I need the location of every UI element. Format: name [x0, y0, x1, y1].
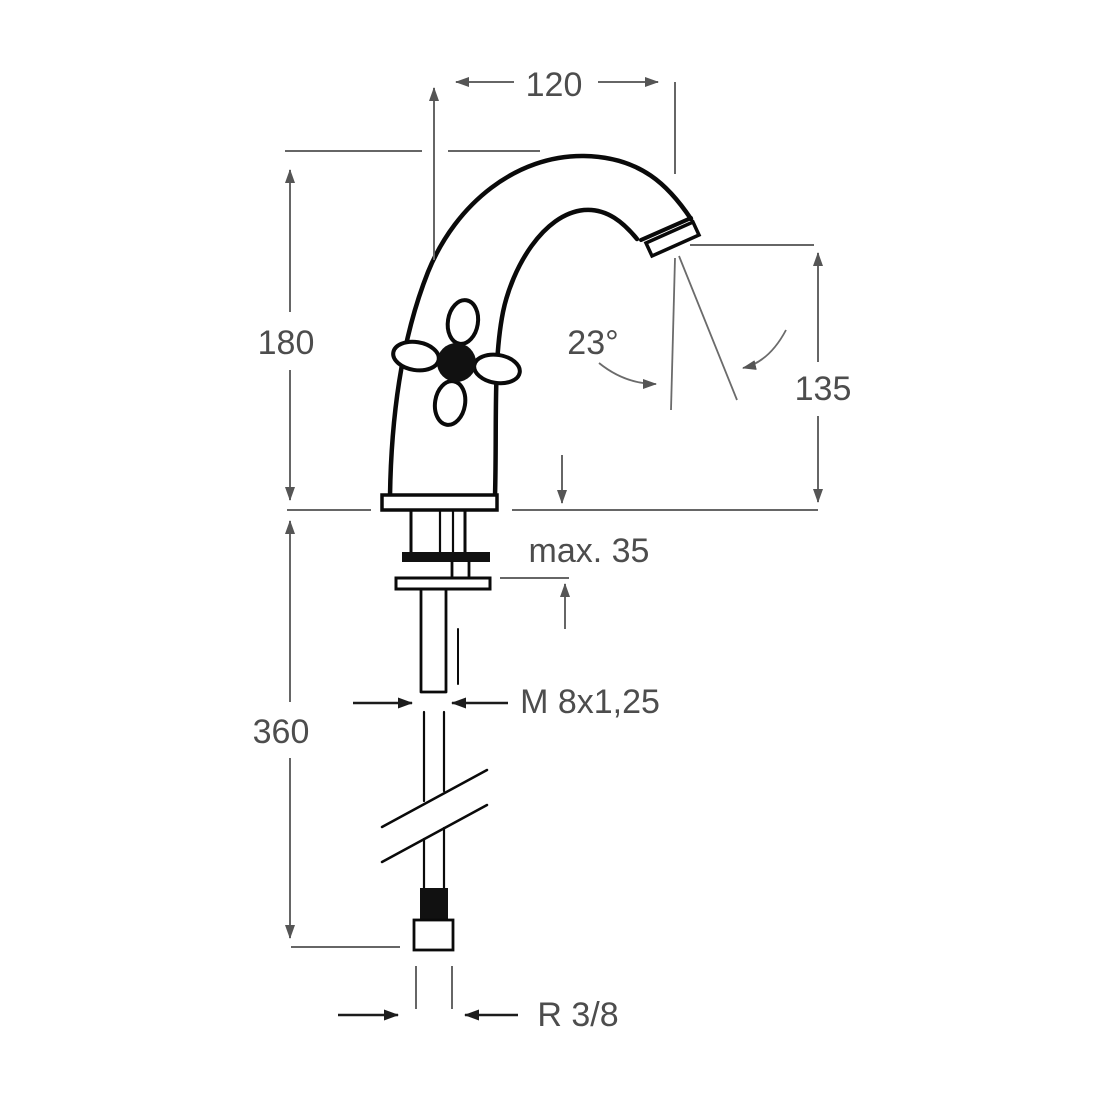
connector-collar [420, 888, 448, 920]
tailpiece-tube [409, 509, 467, 555]
stud-mid-section [450, 560, 471, 580]
angle-arc-right [742, 329, 787, 370]
dim-label-outlet-angle: 23° [567, 324, 618, 362]
dim-label-stud-thread: M 8x1,25 [520, 683, 660, 721]
dimension-annotations [285, 77, 823, 1021]
spout-inner-curve [492, 207, 640, 499]
shank-tube [419, 587, 448, 694]
dim-label-spout-reach: 120 [526, 66, 583, 104]
handle-petal-right [472, 352, 522, 386]
dim-label-max-deck-thickness: max. 35 [529, 532, 650, 570]
connector-nut [412, 918, 455, 952]
supply-rod [422, 710, 446, 891]
handle-hub [437, 343, 476, 382]
cross-handle [391, 298, 522, 427]
threaded-stud-upper [438, 509, 455, 555]
dim-label-connection-thread: R 3/8 [537, 996, 618, 1034]
break-lines [380, 768, 489, 864]
angle-arc-left [598, 362, 657, 389]
faucet-body [380, 153, 702, 952]
spout-end-face [639, 216, 693, 242]
fastening-washer [394, 576, 492, 591]
handle-petal-bottom [432, 379, 468, 427]
handle-petal-left [391, 339, 441, 373]
handle-petal-top [445, 298, 481, 346]
angle-slanted-line [678, 255, 738, 401]
dim-label-supply-length: 360 [253, 713, 310, 751]
aerator-band [643, 219, 702, 259]
gasket-seal [402, 552, 490, 562]
angle-vertical-line [670, 257, 676, 411]
spout-outer-curve [387, 153, 694, 499]
dim-label-outlet-height: 135 [795, 370, 852, 408]
base-flange [380, 493, 499, 512]
dim-label-spout-height: 180 [258, 324, 315, 362]
dim-r38-ext-lines [415, 966, 453, 1009]
